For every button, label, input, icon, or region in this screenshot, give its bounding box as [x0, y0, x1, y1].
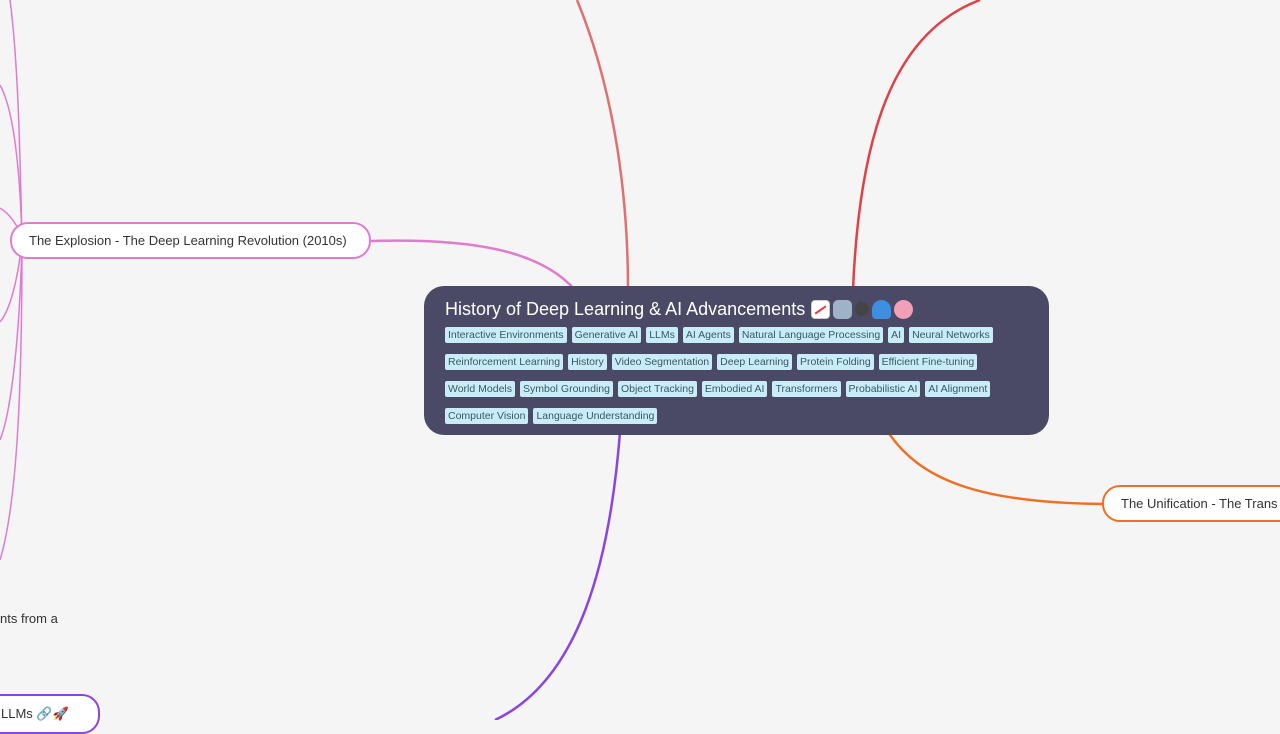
- tag[interactable]: Generative AI: [571, 327, 642, 343]
- tag[interactable]: Probabilistic AI: [845, 381, 921, 397]
- connector-pink: [370, 239, 576, 291]
- tag[interactable]: Video Segmentation: [611, 354, 713, 370]
- tag[interactable]: Reinforcement Learning: [445, 354, 564, 370]
- partial-node-text: nts from a: [0, 611, 58, 626]
- tag[interactable]: History: [568, 354, 607, 370]
- connector-salmon: [575, 0, 630, 291]
- connector-purple: [494, 431, 622, 720]
- tag[interactable]: AI: [888, 327, 905, 343]
- tag[interactable]: LLMs: [646, 327, 678, 343]
- branch-label: LLMs 🔗🚀: [1, 706, 69, 721]
- tag[interactable]: Transformers: [772, 381, 841, 397]
- connector-orange: [886, 431, 1104, 506]
- connector-pink-children: [0, 0, 23, 561]
- root-topic-node[interactable]: History of Deep Learning & AI Advancemen…: [424, 286, 1049, 435]
- tag[interactable]: Interactive Environments: [445, 327, 567, 343]
- tag[interactable]: Symbol Grounding: [520, 381, 613, 397]
- tag[interactable]: Deep Learning: [717, 354, 793, 370]
- branch-label: The Unification - The Trans: [1121, 496, 1278, 511]
- tag[interactable]: Object Tracking: [617, 381, 697, 397]
- tag[interactable]: AI Alignment: [925, 381, 991, 397]
- branch-node-explosion[interactable]: The Explosion - The Deep Learning Revolu…: [10, 222, 371, 259]
- branch-node-unification[interactable]: The Unification - The Trans: [1102, 485, 1280, 522]
- tag[interactable]: Natural Language Processing: [738, 327, 884, 343]
- tag[interactable]: Efficient Fine-tuning: [878, 354, 978, 370]
- tag[interactable]: Embodied AI: [701, 381, 768, 397]
- branch-label: The Explosion - The Deep Learning Revolu…: [29, 233, 347, 248]
- brain-icon: [894, 299, 914, 319]
- tag[interactable]: Language Understanding: [533, 408, 658, 424]
- tag[interactable]: Protein Folding: [797, 354, 874, 370]
- branch-node-llms[interactable]: LLMs 🔗🚀: [0, 694, 100, 734]
- chart-increasing-icon: [811, 299, 831, 319]
- gear-icon: [855, 302, 870, 316]
- tag[interactable]: Computer Vision: [445, 408, 529, 424]
- tag[interactable]: Neural Networks: [909, 327, 993, 343]
- robot-icon: [833, 299, 853, 319]
- tag[interactable]: World Models: [445, 381, 515, 397]
- wave-icon: [872, 299, 892, 319]
- root-title: History of Deep Learning & AI Advancemen…: [445, 299, 806, 319]
- tag-list: Interactive Environments Generative AI L…: [445, 327, 1005, 424]
- tag[interactable]: AI Agents: [682, 327, 734, 343]
- connector-red: [851, 0, 981, 291]
